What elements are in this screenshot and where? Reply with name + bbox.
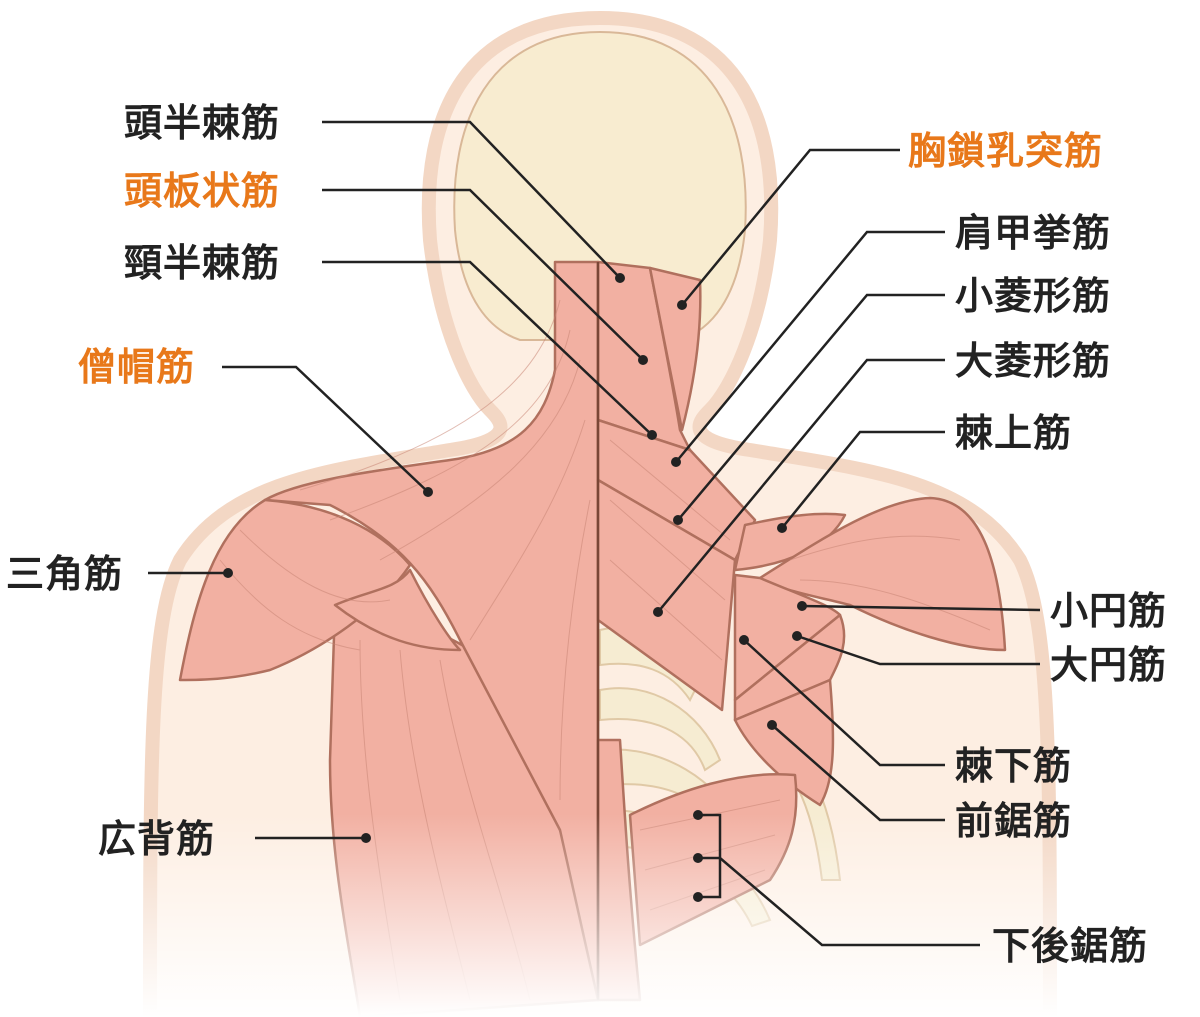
leader-semispinalis-capitis (322, 120, 621, 279)
label-teres-minor: 小円筋 (1050, 589, 1168, 633)
label-rhomboid-major: 大菱形筋 (955, 339, 1112, 383)
label-trapezius: 僧帽筋 (78, 345, 196, 389)
label-supraspinatus: 棘上筋 (955, 411, 1073, 455)
leader-rhomboid-major (657, 358, 945, 613)
leader-infraspinatus (743, 639, 945, 767)
leader-dots (223, 273, 807, 902)
label-semispinalis-cervicis: 頸半棘筋 (124, 241, 281, 285)
leader-serratus-posterior-bracket (698, 813, 722, 899)
leader-serratus-posterior (719, 857, 980, 947)
leader-lines (148, 120, 1041, 947)
label-splenius-capitis: 頭板状筋 (124, 169, 281, 213)
label-infraspinatus: 棘下筋 (955, 744, 1073, 788)
label-semispinalis-capitis: 頭半棘筋 (124, 101, 281, 145)
leader-supraspinatus (781, 430, 945, 529)
leader-trapezius (222, 365, 429, 493)
label-serratus-anterior: 前鋸筋 (955, 799, 1073, 843)
label-rhomboid-minor: 小菱形筋 (955, 274, 1112, 318)
label-deltoid: 三角筋 (6, 552, 124, 596)
label-sternocleidomastoid: 胸鎖乳突筋 (908, 129, 1104, 173)
leader-sternocleidomastoid (681, 148, 900, 306)
label-latissimus-dorsi: 広背筋 (98, 817, 216, 861)
leader-serratus-anterior (771, 724, 945, 822)
leader-teres-major (796, 634, 1040, 666)
label-teres-major: 大円筋 (1050, 643, 1168, 687)
leader-splenius-capitis (322, 188, 644, 361)
label-levator-scapulae: 肩甲挙筋 (955, 211, 1112, 255)
leader-semispinalis-cervicis (322, 260, 653, 436)
leader-teres-minor (801, 604, 1041, 612)
label-serratus-posterior-inferior: 下後鋸筋 (992, 924, 1149, 968)
leader-levator (675, 230, 945, 463)
leader-rhomboid-minor (677, 293, 945, 521)
